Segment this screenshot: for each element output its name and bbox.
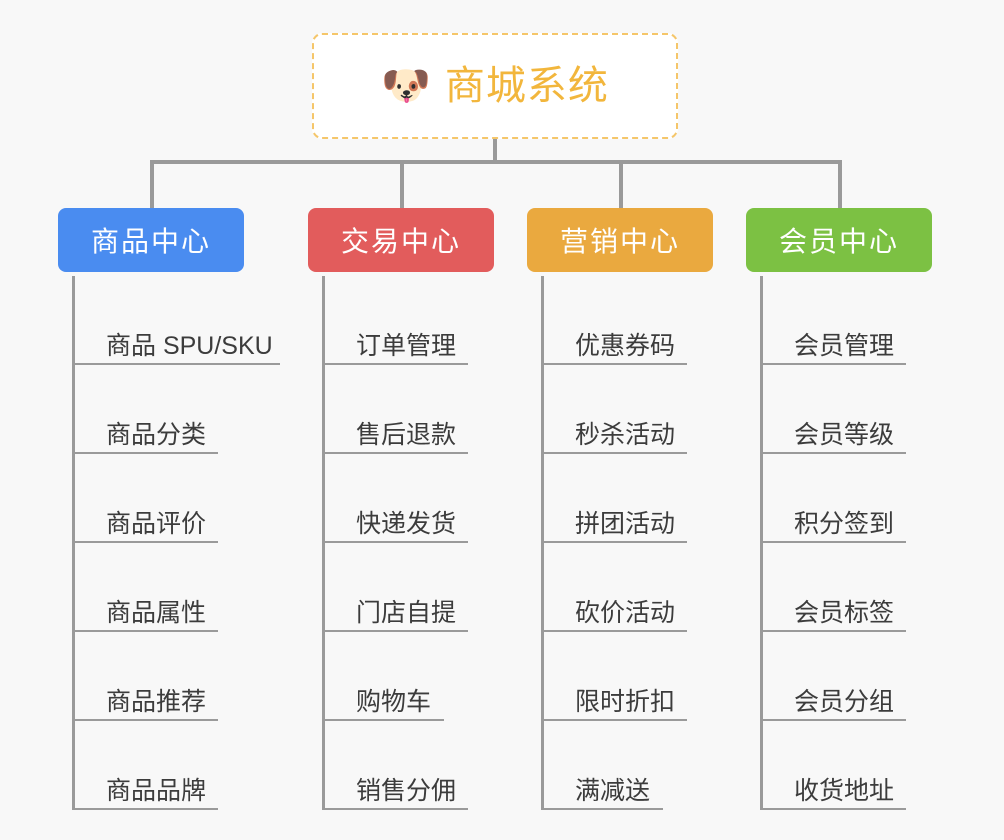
root-node-shop-system[interactable]: 🐶 商城系统 <box>312 33 678 139</box>
leaf-item[interactable]: 秒杀活动 <box>541 365 687 454</box>
connector-drop-1 <box>150 160 154 208</box>
leaf-item-label: 商品品牌 <box>106 776 207 805</box>
leaf-item-label: 会员等级 <box>794 420 895 449</box>
leaf-item[interactable]: 积分签到 <box>760 454 906 543</box>
leaf-item[interactable]: 售后退款 <box>322 365 468 454</box>
shiba-dog-face-icon: 🐶 <box>381 64 431 108</box>
connector-drop-2 <box>400 160 404 208</box>
leaf-item-label: 满减送 <box>575 776 651 805</box>
leaf-item[interactable]: 满减送 <box>541 721 663 810</box>
leaf-item[interactable]: 商品属性 <box>72 543 218 632</box>
leaf-item-label: 快递发货 <box>356 509 457 538</box>
leaf-item-label: 商品属性 <box>106 598 207 627</box>
leaf-item[interactable]: 订单管理 <box>322 276 468 365</box>
leaf-item[interactable]: 会员分组 <box>760 632 906 721</box>
connector-root-stem <box>493 139 497 164</box>
leaf-trunk <box>760 276 763 810</box>
leaf-item-label: 限时折扣 <box>575 687 676 716</box>
category-header-product-center[interactable]: 商品中心 <box>58 208 244 272</box>
leaf-item[interactable]: 砍价活动 <box>541 543 687 632</box>
leaf-item-label: 商品 SPU/SKU <box>106 331 273 360</box>
category-header-label: 商品中心 <box>90 226 211 257</box>
leaf-item[interactable]: 限时折扣 <box>541 632 687 721</box>
leaf-item-label: 售后退款 <box>356 420 457 449</box>
leaf-item-label: 收货地址 <box>794 776 895 805</box>
leaf-item[interactable]: 快递发货 <box>322 454 468 543</box>
leaf-item[interactable]: 会员管理 <box>760 276 906 365</box>
category-header-label: 交易中心 <box>340 226 461 257</box>
leaf-item[interactable]: 会员等级 <box>760 365 906 454</box>
connector-drop-3 <box>619 160 623 208</box>
leaf-item-label: 订单管理 <box>356 331 457 360</box>
root-title: 商城系统 <box>444 64 609 108</box>
connector-drop-4 <box>838 160 842 208</box>
leaf-item[interactable]: 优惠券码 <box>541 276 687 365</box>
leaf-item[interactable]: 商品分类 <box>72 365 218 454</box>
leaf-item-label: 商品评价 <box>106 509 207 538</box>
leaf-item-label: 门店自提 <box>356 598 457 627</box>
leaf-item-label: 商品推荐 <box>106 687 207 716</box>
category-header-label: 会员中心 <box>778 226 899 257</box>
leaf-item[interactable]: 商品品牌 <box>72 721 218 810</box>
leaf-item-label: 积分签到 <box>794 509 895 538</box>
category-header-member-center[interactable]: 会员中心 <box>746 208 932 272</box>
leaf-item-label: 秒杀活动 <box>575 420 676 449</box>
leaf-item-label: 销售分佣 <box>356 776 457 805</box>
leaf-item[interactable]: 拼团活动 <box>541 454 687 543</box>
category-header-trade-center[interactable]: 交易中心 <box>308 208 494 272</box>
category-header-marketing-center[interactable]: 营销中心 <box>527 208 713 272</box>
leaf-item[interactable]: 商品推荐 <box>72 632 218 721</box>
leaf-item[interactable]: 商品 SPU/SKU <box>72 276 280 365</box>
leaf-item-label: 拼团活动 <box>575 509 676 538</box>
connector-horizontal-bus <box>150 160 840 164</box>
leaf-item[interactable]: 门店自提 <box>322 543 468 632</box>
leaf-item[interactable]: 销售分佣 <box>322 721 468 810</box>
category-header-label: 营销中心 <box>559 226 680 257</box>
leaf-item-label: 商品分类 <box>106 420 207 449</box>
leaf-item[interactable]: 商品评价 <box>72 454 218 543</box>
leaf-item-label: 会员管理 <box>794 331 895 360</box>
leaf-item-label: 优惠券码 <box>575 331 676 360</box>
leaf-item[interactable]: 会员标签 <box>760 543 906 632</box>
leaf-item[interactable]: 购物车 <box>322 632 444 721</box>
leaf-item-label: 会员标签 <box>794 598 895 627</box>
leaf-trunk <box>541 276 544 810</box>
leaf-item-label: 会员分组 <box>794 687 895 716</box>
leaf-item[interactable]: 收货地址 <box>760 721 906 810</box>
leaf-item-label: 砍价活动 <box>575 598 676 627</box>
leaf-trunk <box>72 276 75 810</box>
leaf-item-label: 购物车 <box>356 687 432 716</box>
leaf-trunk <box>322 276 325 810</box>
